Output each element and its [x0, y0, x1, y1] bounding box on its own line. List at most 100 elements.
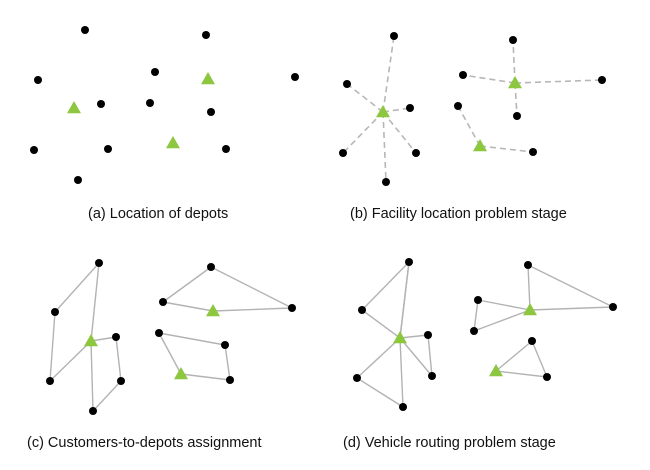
customer-node-icon [406, 104, 414, 112]
panel-a [30, 26, 299, 184]
customer-node-icon [159, 298, 167, 306]
route-edge [115, 336, 122, 382]
customer-node-icon [226, 376, 234, 384]
customer-node-icon [151, 68, 159, 76]
route-edge [49, 311, 56, 382]
route-edge [399, 334, 429, 339]
assignment-link [514, 79, 603, 84]
panel-c [46, 259, 296, 415]
assignment-link [512, 39, 516, 84]
customer-node-icon [207, 108, 215, 116]
customer-node-icon [382, 178, 390, 186]
customer-node-icon [202, 31, 210, 39]
depot-triangle-icon [523, 303, 537, 316]
route-edge [356, 337, 401, 379]
route-edge [90, 262, 100, 342]
customer-node-icon [513, 112, 521, 120]
customer-node-icon [509, 36, 517, 44]
customer-node-icon [291, 73, 299, 81]
route-edge [399, 337, 433, 377]
route-edge [356, 377, 404, 408]
customer-node-icon [524, 261, 532, 269]
customer-node-icon [399, 403, 407, 411]
customer-node-icon [609, 303, 617, 311]
caption-customers-to-depots-assignment: (c) Customers-to-depots assignment [27, 435, 262, 451]
customer-node-icon [454, 102, 462, 110]
depot-triangle-icon [84, 334, 98, 347]
route-edge [92, 380, 122, 412]
customer-node-icon [474, 296, 482, 304]
route-edge [158, 332, 226, 346]
customer-node-icon [470, 327, 478, 335]
customer-node-icon [81, 26, 89, 34]
route-edge [529, 306, 614, 311]
assignment-link [382, 35, 395, 113]
depot-triangle-icon [508, 76, 522, 89]
assignment-link [462, 74, 516, 84]
route-edge [531, 340, 548, 378]
customer-node-icon [74, 176, 82, 184]
assignment-link [479, 145, 534, 153]
assignment-link [342, 111, 384, 154]
customer-node-icon [222, 145, 230, 153]
customer-node-icon [221, 341, 229, 349]
customer-node-icon [358, 306, 366, 314]
customer-node-icon [155, 329, 163, 337]
assignment-link [457, 105, 481, 147]
customer-node-icon [89, 407, 97, 415]
customer-node-icon [34, 76, 42, 84]
assignment-link [514, 82, 518, 117]
route-edge [162, 266, 212, 303]
customer-node-icon [104, 145, 112, 153]
customer-node-icon [339, 149, 347, 157]
route-edge [473, 309, 531, 332]
customer-node-icon [353, 374, 361, 382]
depot-triangle-icon [393, 331, 407, 344]
depot-triangle-icon [174, 367, 188, 380]
customer-node-icon [117, 377, 125, 385]
assignment-link [346, 83, 384, 113]
route-edge [527, 264, 531, 311]
customer-node-icon [112, 333, 120, 341]
depot-triangle-icon [67, 101, 81, 114]
route-edge [473, 299, 479, 332]
caption-vehicle-routing-stage: (d) Vehicle routing problem stage [343, 435, 556, 451]
route-edge [427, 334, 433, 377]
customer-node-icon [30, 146, 38, 154]
route-edge [495, 340, 533, 372]
panel-b [339, 32, 606, 186]
customer-node-icon [95, 259, 103, 267]
assignment-link [382, 107, 411, 113]
caption-location-of-depots: (a) Location of depots [88, 206, 229, 222]
route-edge [527, 264, 614, 308]
route-edge [54, 262, 100, 313]
route-edge [361, 309, 401, 339]
route-edge [399, 261, 410, 339]
customer-node-icon [343, 80, 351, 88]
route-edge [477, 299, 531, 311]
customer-node-icon [146, 99, 154, 107]
customer-node-icon [428, 372, 436, 380]
route-edge [210, 266, 293, 309]
depot-triangle-icon [489, 364, 503, 377]
route-edge [495, 370, 548, 378]
assignment-link [382, 111, 387, 183]
depot-triangle-icon [473, 139, 487, 152]
depot-triangle-icon [166, 136, 180, 149]
customer-node-icon [412, 149, 420, 157]
customer-node-icon [424, 331, 432, 339]
customer-node-icon [528, 337, 536, 345]
customer-node-icon [459, 71, 467, 79]
customer-node-icon [543, 373, 551, 381]
customer-node-icon [598, 76, 606, 84]
customer-node-icon [529, 148, 537, 156]
route-edge [49, 340, 92, 382]
assignment-link [382, 111, 417, 154]
route-edge [158, 332, 182, 375]
route-edge [180, 373, 231, 381]
caption-facility-location-stage: (b) Facility location problem stage [350, 206, 567, 222]
route-edge [212, 307, 293, 312]
depot-triangle-icon [376, 105, 390, 118]
route-edge [361, 261, 410, 311]
depot-triangle-icon [201, 72, 215, 85]
